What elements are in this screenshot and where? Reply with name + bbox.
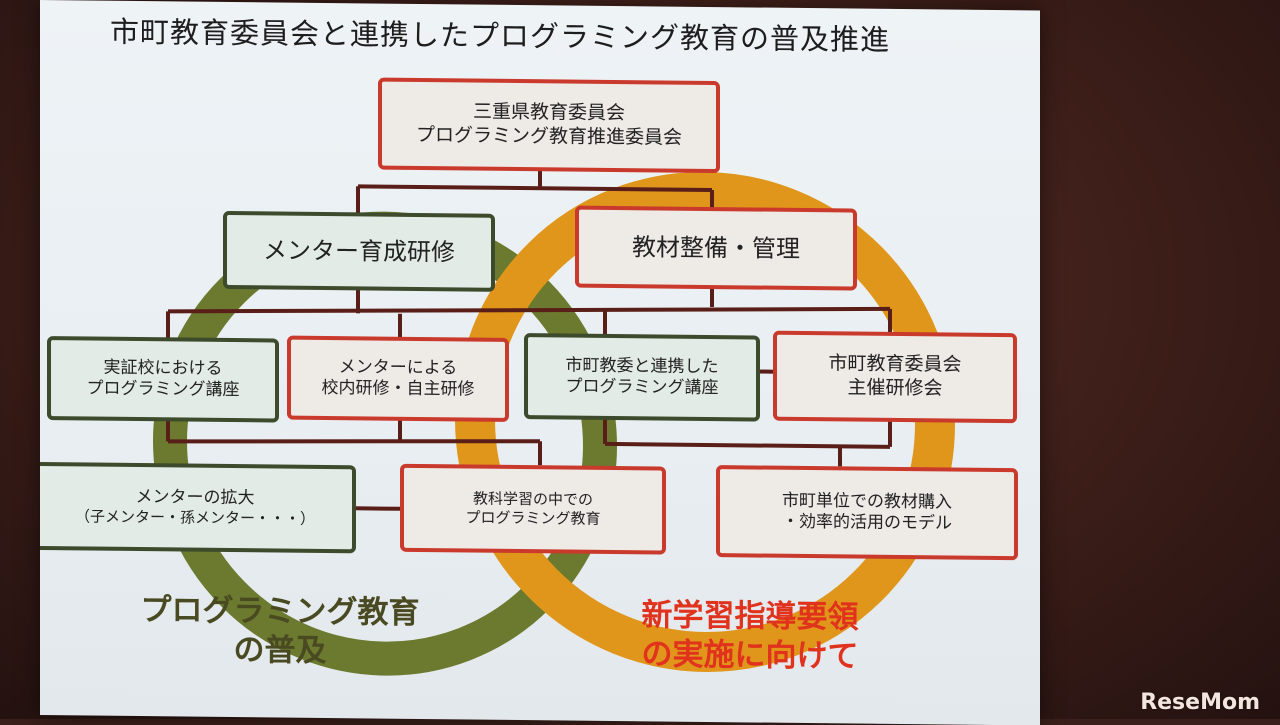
label-programming-spread: プログラミング教育 の普及 (100, 591, 460, 672)
box-mentor-training-label: メンター育成研修 (263, 235, 455, 267)
box-city-course-line1: 市町教委と連携した (566, 355, 719, 378)
box-materials: 教材整備・管理 (575, 206, 857, 291)
box-material-purchase: 市町単位での教材購入 ・効率的活用のモデル (716, 465, 1018, 560)
box-subject-learning: 教科学習の中での プログラミング教育 (400, 464, 666, 555)
slide-title: 市町教育委員会と連携したプログラミング教育の普及推進 (110, 9, 890, 59)
box-mentor-inschool-line2: 校内研修・自主研修 (322, 378, 475, 401)
label-new-curriculum-line2: の実施に向けて (590, 635, 910, 677)
box-mentor-inschool-line1: メンターによる (339, 357, 458, 379)
box-mentor-expansion-line1: メンターの拡大 (136, 487, 255, 509)
box-mentor-inschool: メンターによる 校内研修・自主研修 (287, 336, 509, 422)
box-pilot-school: 実証校における プログラミング講座 (47, 336, 279, 422)
projection-screen: 市町教育委員会と連携したプログラミング教育の普及推進 三重県教育委員会 プログラ… (40, 0, 1040, 725)
box-mie-board-line1: 三重県教育委員会 (473, 101, 625, 126)
label-new-curriculum-line1: 新学習指導要領 (590, 596, 910, 638)
box-materials-label: 教材整備・管理 (632, 232, 800, 264)
box-mentor-training: メンター育成研修 (223, 211, 495, 292)
box-mentor-expansion-line2: （子メンター・孫メンター・・・） (75, 508, 315, 529)
box-pilot-school-line2: プログラミング講座 (87, 378, 240, 401)
resemom-logo-text: ReseMom (1140, 690, 1260, 715)
box-mie-board-line2: プログラミング教育推進委員会 (416, 124, 682, 151)
label-new-curriculum: 新学習指導要領 の実施に向けて (590, 596, 910, 677)
label-programming-spread-line2: の普及 (100, 629, 460, 672)
box-city-course-line2: プログラミング講座 (566, 377, 719, 400)
box-pilot-school-line1: 実証校における (104, 357, 223, 379)
box-city-course: 市町教委と連携した プログラミング講座 (524, 333, 760, 421)
box-mentor-expansion: メンターの拡大 （子メンター・孫メンター・・・） (40, 462, 356, 553)
resemom-logo: ReseMom (1140, 690, 1260, 715)
box-city-workshop: 市町教育委員会 主催研修会 (773, 331, 1017, 424)
box-city-workshop-line1: 市町教育委員会 (828, 353, 961, 378)
box-subject-learning-line1: 教科学習の中での (473, 490, 593, 510)
label-programming-spread-line1: プログラミング教育 (100, 591, 460, 634)
box-city-workshop-line2: 主催研修会 (847, 376, 942, 401)
box-mie-board: 三重県教育委員会 プログラミング教育推進委員会 (378, 78, 720, 174)
box-material-purchase-line1: 市町単位での教材購入 (782, 491, 952, 514)
box-material-purchase-line2: ・効率的活用のモデル (782, 512, 952, 535)
box-subject-learning-line2: プログラミング教育 (465, 508, 600, 528)
